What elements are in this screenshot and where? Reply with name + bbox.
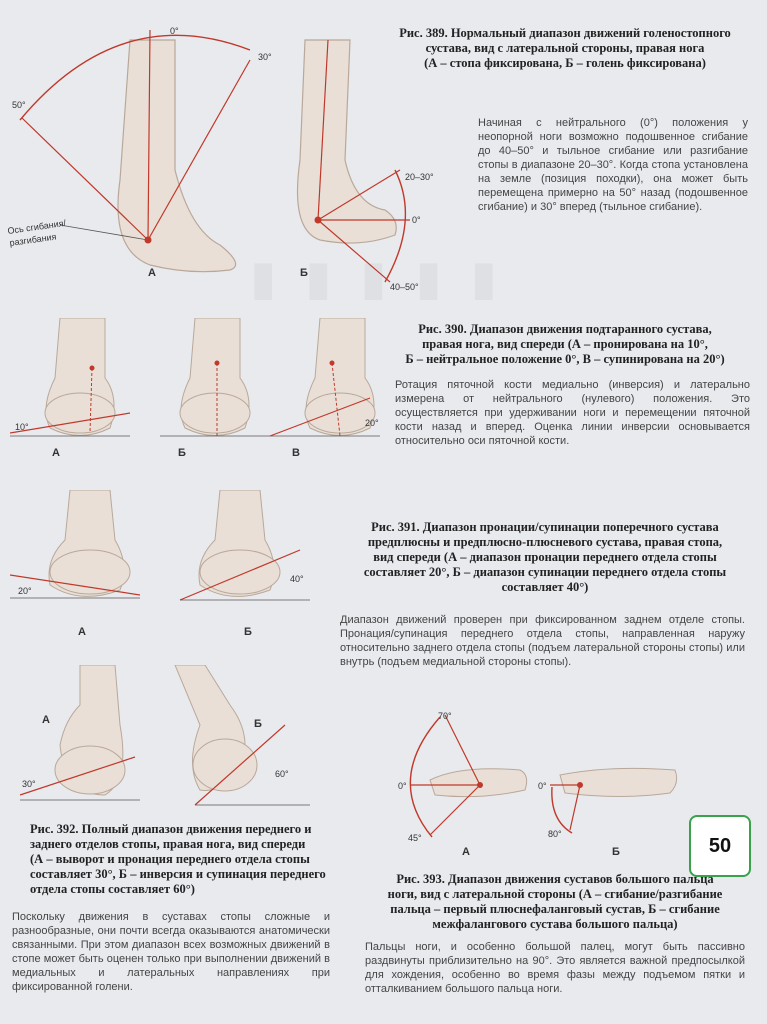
fig389-label-a50: 50° bbox=[12, 100, 26, 110]
fig392-letter-a: А bbox=[42, 714, 50, 726]
fig393-illustration: 70° 0° 45° 0° 80° А Б bbox=[398, 711, 678, 858]
fig393-label-a45: 45° bbox=[408, 833, 422, 843]
fig393-label-a0: 0° bbox=[398, 781, 407, 791]
fig391-label-a20: 20° bbox=[18, 586, 32, 596]
fig392-label-a30: 30° bbox=[22, 779, 36, 789]
fig392-caption: Рис. 392. Полный диапазон движения перед… bbox=[30, 822, 326, 896]
fig392-letter-b: Б bbox=[254, 718, 262, 730]
fig390-letter-b: Б bbox=[178, 447, 186, 459]
fig390-caption: Рис. 390. Диапазон движения подтаранного… bbox=[405, 322, 725, 366]
fig389-text: Начиная с нейтрального (0°) положения у … bbox=[478, 117, 748, 213]
fig393-letter-a: А bbox=[462, 846, 470, 858]
fig390-label-a10: 10° bbox=[15, 422, 29, 432]
fig389-label-b0: 0° bbox=[412, 215, 421, 225]
fig392-illustration: 30° 60° А Б bbox=[19, 665, 310, 806]
fig389-caption: Рис. 389. Нормальный диапазон движений г… bbox=[399, 26, 731, 70]
fig390-letter-v: В bbox=[292, 447, 300, 459]
fig390-illustration: 10° 20° А Б В bbox=[10, 318, 380, 459]
fig389-label-b4050: 40–50° bbox=[390, 282, 419, 292]
fig392-text: Поскольку движения в суставах стопы слож… bbox=[12, 911, 330, 993]
fig390-label-a20: 20° bbox=[365, 418, 379, 428]
fig393-text: Пальцы ноги, и особенно большой палец, м… bbox=[365, 941, 745, 995]
page-number: 50 bbox=[708, 834, 732, 857]
fig393-label-b80: 80° bbox=[548, 829, 562, 839]
fig390-text: Ротация пяточной кости медиально (инверс… bbox=[395, 379, 750, 447]
fig389-letter-b: Б bbox=[300, 267, 308, 279]
fig391-letter-b: Б bbox=[244, 626, 252, 638]
fig389-letter-a: А bbox=[148, 267, 156, 279]
fig393-caption: Рис. 393. Диапазон движения суставов бол… bbox=[387, 872, 723, 931]
fig391-illustration: 20° 40° А Б bbox=[10, 490, 310, 638]
fig389-label-b2030: 20–30° bbox=[405, 172, 434, 182]
fig393-label-a70: 70° bbox=[438, 711, 452, 721]
fig393-letter-b: Б bbox=[612, 846, 620, 858]
fig389-label-a30: 30° bbox=[258, 52, 272, 62]
fig389-illustration: 0° 30° 50° Ось сгибания/ разгибания 20–3… bbox=[7, 26, 434, 292]
fig391-caption: Рис. 391. Диапазон пронации/супинации по… bbox=[363, 520, 727, 594]
fig390-letter-a: А bbox=[52, 447, 60, 459]
fig393-label-b0: 0° bbox=[538, 781, 547, 791]
fig389-label-a0: 0° bbox=[170, 26, 179, 36]
fig392-label-a60: 60° bbox=[275, 769, 289, 779]
fig391-text: Диапазон движений проверен при фиксирова… bbox=[340, 614, 745, 668]
page-number-badge: 50 bbox=[689, 815, 751, 877]
fig391-letter-a: А bbox=[78, 626, 86, 638]
fig391-label-a40: 40° bbox=[290, 574, 304, 584]
watermark: ▮ ▮ ▮ ▮ ▮ bbox=[250, 250, 503, 306]
